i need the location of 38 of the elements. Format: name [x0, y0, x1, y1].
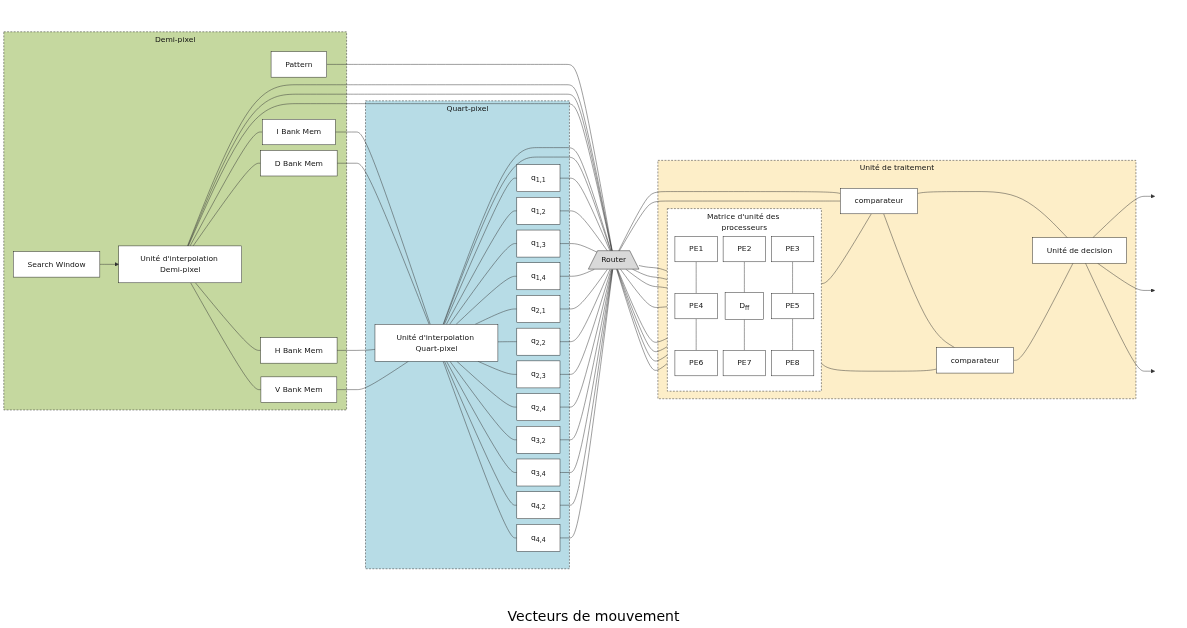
- connector: [455, 275, 518, 325]
- connector: [190, 282, 262, 390]
- connector: [559, 268, 613, 440]
- connector: [195, 282, 261, 351]
- connector: [449, 360, 518, 440]
- connector: [559, 268, 608, 309]
- connector: [442, 360, 518, 538]
- connector: [449, 243, 518, 325]
- connector: [559, 268, 595, 277]
- connector: [326, 63, 613, 251]
- connector: [336, 162, 430, 325]
- connector: [444, 360, 518, 506]
- connector: [917, 191, 1068, 238]
- connector: [744, 261, 745, 293]
- connector: [446, 360, 518, 473]
- connector: [559, 177, 611, 251]
- connector: [456, 360, 518, 408]
- connector: [336, 348, 376, 351]
- connector: [497, 341, 518, 342]
- connector: [1013, 262, 1074, 361]
- connector: [446, 210, 518, 325]
- connector: [883, 213, 955, 348]
- connector: [559, 268, 612, 375]
- connector: [335, 131, 431, 325]
- connector: [477, 360, 518, 375]
- connector: [744, 319, 745, 351]
- connector: [620, 268, 668, 308]
- output-label: Vecteurs de mouvement: [507, 608, 680, 624]
- connector: [618, 191, 841, 251]
- connector: [559, 268, 611, 342]
- connector: [474, 308, 518, 325]
- connector: [444, 177, 518, 325]
- connector: [189, 131, 263, 246]
- connector: [192, 162, 261, 246]
- connector: [619, 200, 841, 251]
- connector: [559, 243, 598, 253]
- connector: [559, 268, 612, 408]
- connector: [336, 360, 409, 390]
